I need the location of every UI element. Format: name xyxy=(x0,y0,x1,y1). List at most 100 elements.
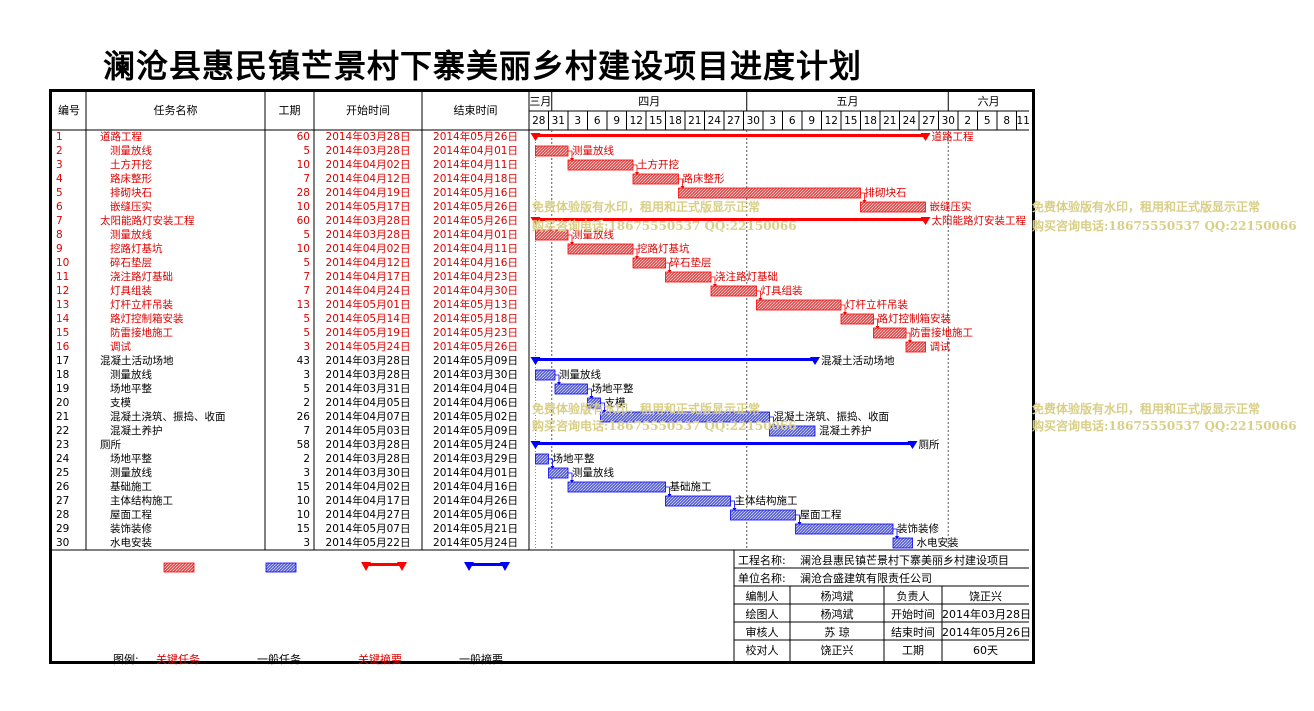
dependency-link xyxy=(555,374,560,384)
task-id: 3 xyxy=(56,159,63,171)
gantt-canvas xyxy=(52,92,1029,661)
task-end: 2014年04月01日 xyxy=(433,467,518,479)
legend-critical-task-label: 关键任务 xyxy=(156,653,200,666)
dependency-link xyxy=(678,178,683,188)
dependency-link xyxy=(587,388,592,398)
task-duration: 10 xyxy=(296,509,310,521)
legend-normal-task-label: 一般任务 xyxy=(257,653,301,666)
dependency-link xyxy=(906,332,911,342)
legend-prefix: 图例: xyxy=(113,653,139,666)
day-tick-label: 5 xyxy=(983,115,991,127)
dependency-link xyxy=(711,276,716,286)
compiler-value: 杨鸿斌 xyxy=(820,590,854,603)
task-start: 2014年04月17日 xyxy=(325,271,411,283)
task-name: 水电安装 xyxy=(110,537,152,549)
watermark-line1: 免费体验版有水印，租用和正式版显示正常 xyxy=(532,402,761,416)
dependency-link xyxy=(548,458,553,468)
task-duration: 60 xyxy=(296,215,310,227)
task-id: 11 xyxy=(56,271,70,283)
day-tick-label: 2 xyxy=(964,115,972,127)
dependency-arrow xyxy=(758,298,763,301)
task-name: 排砌块石 xyxy=(110,187,152,199)
task-duration: 43 xyxy=(296,355,310,367)
task-name: 屋面工程 xyxy=(110,509,152,521)
dependency-arrow xyxy=(895,536,899,539)
day-tick-label: 15 xyxy=(844,115,858,127)
bar-label: 太阳能路灯安装工程 xyxy=(931,215,1027,227)
dependency-arrow xyxy=(875,326,880,329)
header-duration: 工期 xyxy=(278,104,301,117)
task-name: 测量放线 xyxy=(110,467,152,479)
task-duration: 5 xyxy=(303,229,310,241)
watermark-line1: 免费体验版有水印，租用和正式版显示正常 xyxy=(532,200,761,214)
task-start: 2014年03月30日 xyxy=(325,467,411,479)
dependency-arrow xyxy=(680,186,685,189)
task-bar xyxy=(554,383,588,395)
dependency-arrow xyxy=(589,396,594,399)
task-bar xyxy=(730,509,796,521)
bar-label: 挖路灯基坑 xyxy=(637,243,690,255)
task-start: 2014年03月28日 xyxy=(325,131,411,143)
legend-normal-summary-label: 一般摘要 xyxy=(459,653,503,666)
task-bar xyxy=(710,285,757,297)
task-start: 2014年04月19日 xyxy=(325,187,411,199)
day-tick-label: 27 xyxy=(922,115,936,127)
task-bar xyxy=(665,495,731,507)
dependency-arrow xyxy=(570,480,574,483)
compiler-label: 编制人 xyxy=(745,590,779,603)
task-name: 主体结构施工 xyxy=(110,495,173,507)
task-duration: 2 xyxy=(303,453,310,465)
task-start: 2014年05月24日 xyxy=(325,341,411,353)
task-start: 2014年04月02日 xyxy=(325,481,411,493)
task-bar xyxy=(873,327,907,339)
task-end: 2014年05月02日 xyxy=(433,411,518,423)
dependency-arrow xyxy=(557,382,561,385)
task-duration: 3 xyxy=(303,341,310,353)
task-name: 灯具组装 xyxy=(110,285,152,297)
task-duration: 28 xyxy=(296,187,310,199)
bar-label: 水电安装 xyxy=(916,537,959,549)
dependency-arrow xyxy=(602,410,607,413)
dependency-arrow xyxy=(843,312,847,315)
task-name: 灯杆立杆吊装 xyxy=(110,299,173,311)
task-end: 2014年04月26日 xyxy=(433,495,518,507)
end-value: 2014年05月26日 xyxy=(942,626,1031,639)
summary-start-marker xyxy=(530,217,541,225)
task-start: 2014年04月07日 xyxy=(325,411,411,423)
task-end: 2014年05月13日 xyxy=(433,299,518,311)
task-end: 2014年04月06日 xyxy=(433,397,518,409)
dependency-link xyxy=(841,304,846,314)
task-id: 2 xyxy=(56,145,63,157)
task-start: 2014年05月07日 xyxy=(325,523,411,535)
day-tick-label: 6 xyxy=(788,115,796,127)
checker-value: 饶正兴 xyxy=(820,644,854,657)
task-duration: 5 xyxy=(303,327,310,339)
task-start: 2014年04月05日 xyxy=(325,397,411,409)
watermark-line2: 购买咨询电话:18675550537 QQ:22150066 xyxy=(532,419,797,433)
task-name: 厕所 xyxy=(100,439,121,451)
day-tick-label: 9 xyxy=(613,115,621,127)
bar-label: 场地平整 xyxy=(591,383,634,395)
task-duration: 15 xyxy=(296,481,310,493)
task-id: 27 xyxy=(56,495,70,507)
dependency-link xyxy=(795,514,800,524)
task-start: 2014年05月03日 xyxy=(325,425,411,437)
task-start: 2014年05月14日 xyxy=(325,313,411,325)
task-bar xyxy=(548,467,569,479)
task-name: 道路工程 xyxy=(100,131,142,143)
dependency-link xyxy=(665,262,670,272)
bar-label: 屋面工程 xyxy=(799,509,842,521)
dependency-arrow xyxy=(635,172,639,175)
task-bar xyxy=(665,271,712,283)
bar-label: 基础施工 xyxy=(669,481,712,493)
task-duration: 10 xyxy=(296,495,310,507)
dependency-arrow xyxy=(635,256,639,259)
task-duration: 7 xyxy=(303,425,310,437)
task-start: 2014年05月22日 xyxy=(325,537,411,549)
task-bar xyxy=(892,537,913,549)
dependency-link xyxy=(860,192,865,202)
task-id: 12 xyxy=(56,285,70,297)
task-name: 测量放线 xyxy=(110,229,152,241)
day-tick-label: 24 xyxy=(707,115,721,127)
dependency-arrow xyxy=(667,494,672,497)
